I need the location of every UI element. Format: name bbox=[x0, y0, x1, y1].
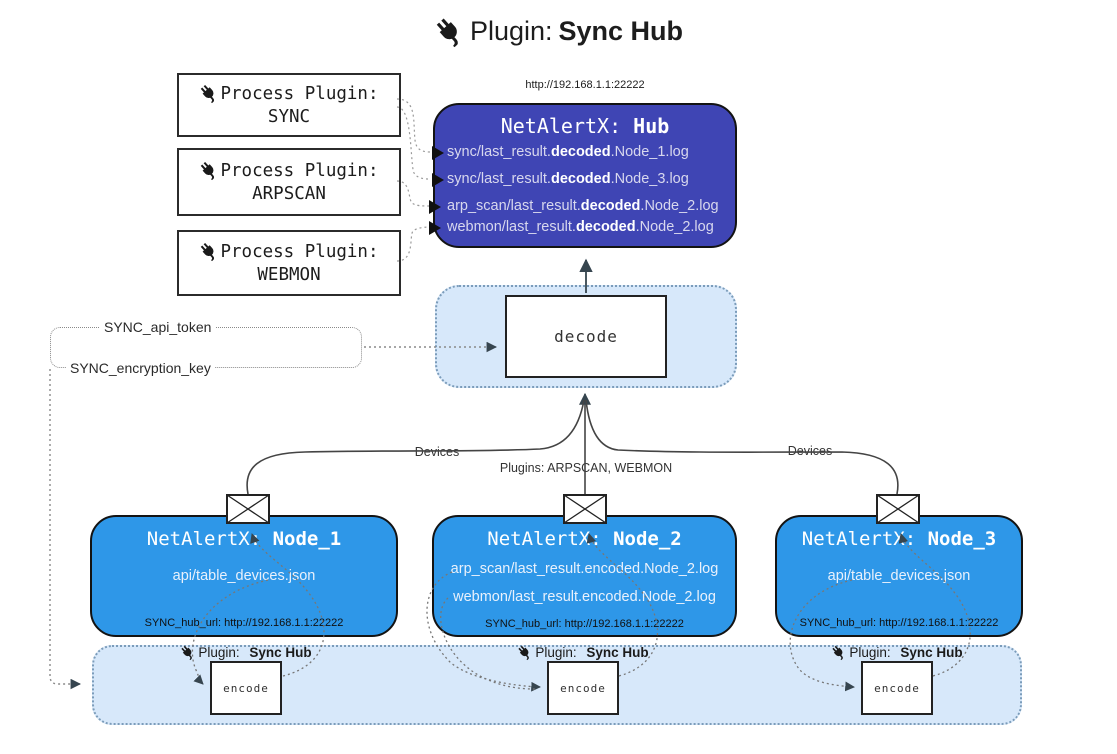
edge-encryption-key-to-band bbox=[49, 369, 82, 690]
envelope-icon bbox=[876, 494, 920, 524]
encoder-2-label: Plugin: Sync Hub bbox=[473, 645, 693, 661]
process-plugin-label: Process Plugin: bbox=[220, 83, 379, 104]
process-plugin-arpscan[interactable]: Process Plugin: ARPSCAN bbox=[177, 148, 401, 216]
page-title: Plugin: Sync Hub bbox=[0, 16, 1117, 48]
encode-box-2[interactable]: encode bbox=[547, 661, 619, 715]
title-name: Sync Hub bbox=[558, 16, 684, 46]
node-2-footer: SYNC_hub_url: http://192.168.1.1:22222 bbox=[485, 618, 684, 630]
hub-log-row: sync/last_result.decoded.Node_1.log bbox=[447, 144, 689, 160]
process-plugin-label: Process Plugin: bbox=[220, 160, 379, 181]
node-2-file: webmon/last_result.encoded.Node_2.log bbox=[453, 589, 716, 605]
plug-icon bbox=[201, 242, 215, 262]
edge-webmon-to-row4 bbox=[396, 226, 431, 262]
node-1-file: api/table_devices.json bbox=[172, 568, 316, 584]
plug-icon bbox=[201, 84, 215, 104]
process-plugin-name: SYNC bbox=[267, 106, 311, 127]
process-plugin-name: WEBMON bbox=[257, 264, 321, 285]
node-3-footer: SYNC_hub_url: http://192.168.1.1:22222 bbox=[799, 617, 999, 629]
plug-icon bbox=[832, 645, 844, 661]
node-2-title: NetAlertX: Node_2 bbox=[487, 528, 682, 550]
sync-api-token-label: SYNC_api_token bbox=[100, 319, 216, 335]
hub-title-prefix: NetAlertX: bbox=[500, 114, 622, 138]
node-3-title: NetAlertX: Node_3 bbox=[801, 528, 997, 550]
node-1-title: NetAlertX: Node_1 bbox=[146, 528, 342, 550]
process-plugin-sync[interactable]: Process Plugin: SYNC bbox=[177, 73, 401, 137]
encoder-3-label: Plugin: Sync Hub bbox=[787, 645, 1007, 661]
plug-icon bbox=[181, 645, 193, 661]
envelope-icon bbox=[226, 494, 270, 524]
edge-sync-to-row1 bbox=[396, 98, 431, 153]
hub-box[interactable] bbox=[433, 103, 737, 248]
hub-title: NetAlertX: Hub bbox=[433, 114, 737, 138]
encoder-1-label: Plugin: Sync Hub bbox=[136, 645, 356, 661]
hub-log-row: webmon/last_result.decoded.Node_2.log bbox=[447, 219, 714, 235]
edge-arpscan-to-row3 bbox=[396, 180, 431, 207]
edge-node3-to-decode bbox=[585, 399, 899, 495]
devices-right-label: Devices bbox=[783, 444, 837, 458]
plugins-mid-label: Plugins: ARPSCAN, WEBMON bbox=[495, 461, 677, 475]
encode-box-3[interactable]: encode bbox=[861, 661, 933, 715]
process-plugin-webmon[interactable]: Process Plugin: WEBMON bbox=[177, 230, 401, 296]
plug-icon bbox=[518, 645, 530, 661]
node-1-footer: SYNC_hub_url: http://192.168.1.1:22222 bbox=[144, 617, 344, 629]
plug-icon bbox=[436, 18, 458, 48]
process-plugin-name: ARPSCAN bbox=[252, 183, 326, 204]
sync-encryption-key-label: SYNC_encryption_key bbox=[66, 360, 215, 376]
hub-title-name: Hub bbox=[633, 114, 670, 138]
decode-box[interactable]: decode bbox=[505, 295, 667, 378]
process-plugin-label: Process Plugin: bbox=[220, 241, 379, 262]
hub-log-row: arp_scan/last_result.decoded.Node_2.log bbox=[447, 198, 719, 214]
encode-box-1[interactable]: encode bbox=[210, 661, 282, 715]
node-2-file: arp_scan/last_result.encoded.Node_2.log bbox=[450, 561, 719, 577]
envelope-icon bbox=[563, 494, 607, 524]
node-3-file: api/table_devices.json bbox=[827, 568, 971, 584]
hub-log-row: sync/last_result.decoded.Node_3.log bbox=[447, 171, 689, 187]
edge-sync-to-row2 bbox=[396, 106, 431, 180]
devices-left-label: Devices bbox=[410, 445, 464, 459]
title-prefix: Plugin: bbox=[469, 16, 553, 46]
plug-icon bbox=[201, 161, 215, 181]
hub-url: http://192.168.1.1:22222 bbox=[525, 79, 645, 91]
